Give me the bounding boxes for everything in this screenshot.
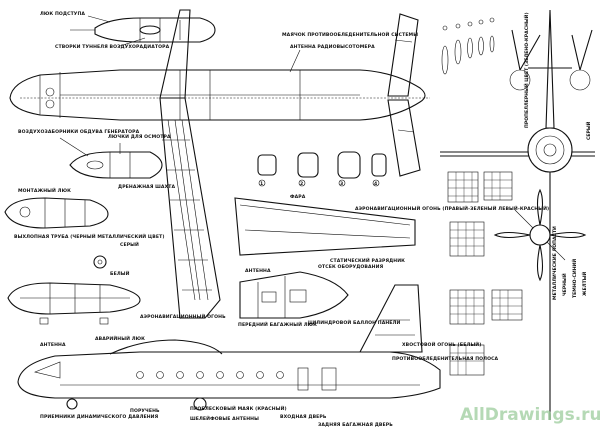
nose-section-detail: АНТЕННА ОТСЕК ОБОРУДОВАНИЯ ПЕРЕДНИЙ БАГА…: [238, 264, 400, 328]
fuselage-plan-view: МАЯЧОК ПРОТИВООБЛЕДЕНИТЕЛЬНОЙ СИСТЕМЫ АН…: [9, 30, 430, 121]
section-num-3: 3: [340, 181, 343, 187]
label-nav-light-2: АЭРОНАВИГАЦИОННЫЙ ОГОНЬ: [140, 312, 226, 320]
label-fuel-hatches: ЛЮЧКИ ДЛЯ ОСМОТРА: [108, 134, 171, 140]
label-nose-tank: ЛЮК ПОДСТУПА: [40, 11, 85, 17]
label-dynamic-pressure: ПРИЕМНИКИ ДИНАМИЧЕСКОГО ДАВЛЕНИЯ: [40, 414, 159, 420]
label-grey: СЕРЫЙ: [120, 240, 139, 248]
label-static-discharger: СТАТИЧЕСКИЙ РАЗРЯДНИК: [330, 256, 405, 264]
label-headlight: ФАРА: [290, 194, 306, 200]
cross-section-frames: 1 2 3 4: [257, 151, 387, 187]
label-drainage: ДРЕНАЖНАЯ ШАХТА: [118, 184, 175, 190]
tailplane-plan: [387, 13, 421, 177]
label-prop-spinner: СЕРЫЙ: [584, 121, 592, 140]
nacelle-detail-3: [7, 282, 141, 325]
propeller-front: [493, 188, 587, 282]
label-anti-ice-strip: ПРОТИВООБЛЕДЕНИТЕЛЬНАЯ ПОЛОСА: [392, 356, 499, 362]
label-air-intakes: ВОЗДУХОЗАБОРНИКИ ОБДУВА ГЕНЕРАТОРА: [18, 129, 140, 135]
label-generator-vents: СТВОРКИ ТУННЕЛЯ ВОЗДУХОРАДИАТОРА: [55, 44, 170, 50]
label-cylinder-panel: ЦИЛИНДРОВОЙ БАЛЛОН ПАНЕЛИ: [308, 318, 400, 326]
label-mount-hatch: МОНТАЖНЫЙ ЛЮК: [18, 186, 71, 194]
fuselage-side-view: АЭРОНАВИГАЦИОННЫЙ ОГОНЬ АВАРИЙНЫЙ ЛЮК АН…: [17, 284, 499, 428]
wing-tip-detail: ФАРА СТАТИЧЕСКИЙ РАЗРЯДНИК АЭРОНАВИГАЦИО…: [234, 194, 549, 264]
label-metallic: МЕТАЛЛИЧЕСКИЕ ЛОПАСТИ: [552, 226, 558, 300]
label-beacon: ПРОБЛЕСКОВЫЙ МАЯК (КРАСНЫЙ): [190, 404, 287, 412]
label-emergency-hatch: АВАРИЙНЫЙ ЛЮК: [95, 334, 145, 342]
section-num-2: 2: [300, 181, 303, 187]
nacelle-detail-1: ВОЗДУХОЗАБОРНИКИ ОБДУВА ГЕНЕРАТОРА ЛЮЧКИ…: [18, 129, 175, 190]
section-num-4: 4: [374, 181, 377, 187]
main-wing-plan: [159, 9, 221, 319]
label-dark-green: ТЕМНО-СИНИЙ: [570, 259, 578, 298]
label-sliding-antenna: ШЕЛЕЙФОВЫЕ АНТЕННЫ: [190, 414, 259, 422]
label-entrance-door: ВХОДНАЯ ДВЕРЬ: [280, 414, 327, 420]
label-equipment-bay: ОТСЕК ОБОРУДОВАНИЯ: [318, 264, 384, 270]
label-front-baggage-hatch: ПЕРЕДНИЙ БАГАЖНЫЙ ЛЮК: [238, 320, 317, 328]
label-nav-light: АЭРОНАВИГАЦИОННЫЙ ОГОНЬ (ПРАВЫЙ-ЗЕЛЕНЫЙ …: [355, 204, 549, 212]
front-view: [440, 9, 595, 420]
label-yellow: ЖЕЛТЫЙ: [580, 272, 588, 296]
label-rear-baggage-door: ЗАДНЯЯ БАГАЖНАЯ ДВЕРЬ: [318, 422, 393, 428]
propeller-blade-sections: [441, 17, 495, 75]
right-vertical-labels: ПРОПЕЛЛЕРНЫЙ ЦВЕТ (ЗЕЛЕНО-КРАСНЫЙ) СЕРЫЙ…: [522, 12, 592, 300]
section-num-1: 1: [260, 181, 263, 187]
label-exhaust: ВЫХЛОПНАЯ ТРУБА (ЧЕРНЫЙ МЕТАЛЛИЧЕСКИЙ ЦВ…: [14, 232, 165, 240]
watermark-text: AllDrawings.ru: [460, 405, 600, 425]
label-magnifier: МАЯЧОК ПРОТИВООБЛЕДЕНИТЕЛЬНОЙ СИСТЕМЫ: [282, 30, 418, 38]
side-windows: [136, 371, 284, 379]
label-white: БЕЛЫЙ: [110, 269, 130, 277]
label-black: ЧЕРНЫЙ: [560, 273, 568, 296]
label-prop-grey-green: ПРОПЕЛЛЕРНЫЙ ЦВЕТ (ЗЕЛЕНО-КРАСНЫЙ): [522, 12, 530, 128]
nacelle-detail-2: МОНТАЖНЫЙ ЛЮК ВЫХЛОПНАЯ ТРУБА (ЧЕРНЫЙ МЕ…: [4, 186, 165, 277]
label-tail-nav-light: ХВОСТОВОЙ ОГОНЬ (БЕЛЫЙ): [402, 340, 481, 348]
label-antenna-main: АНТЕННА: [40, 342, 66, 348]
color-swatch-grids: [447, 171, 523, 376]
label-radio-antenna: АНТЕННА РАДИОВЫСОТОМЕРА: [290, 44, 375, 50]
label-antenna-small: АНТЕННА: [245, 268, 271, 274]
label-railing: ПОРУЧЕНЬ: [130, 408, 160, 414]
nacelle-top-detail: ЛЮК ПОДСТУПА СТВОРКИ ТУННЕЛЯ ВОЗДУХОРАДИ…: [40, 11, 216, 50]
